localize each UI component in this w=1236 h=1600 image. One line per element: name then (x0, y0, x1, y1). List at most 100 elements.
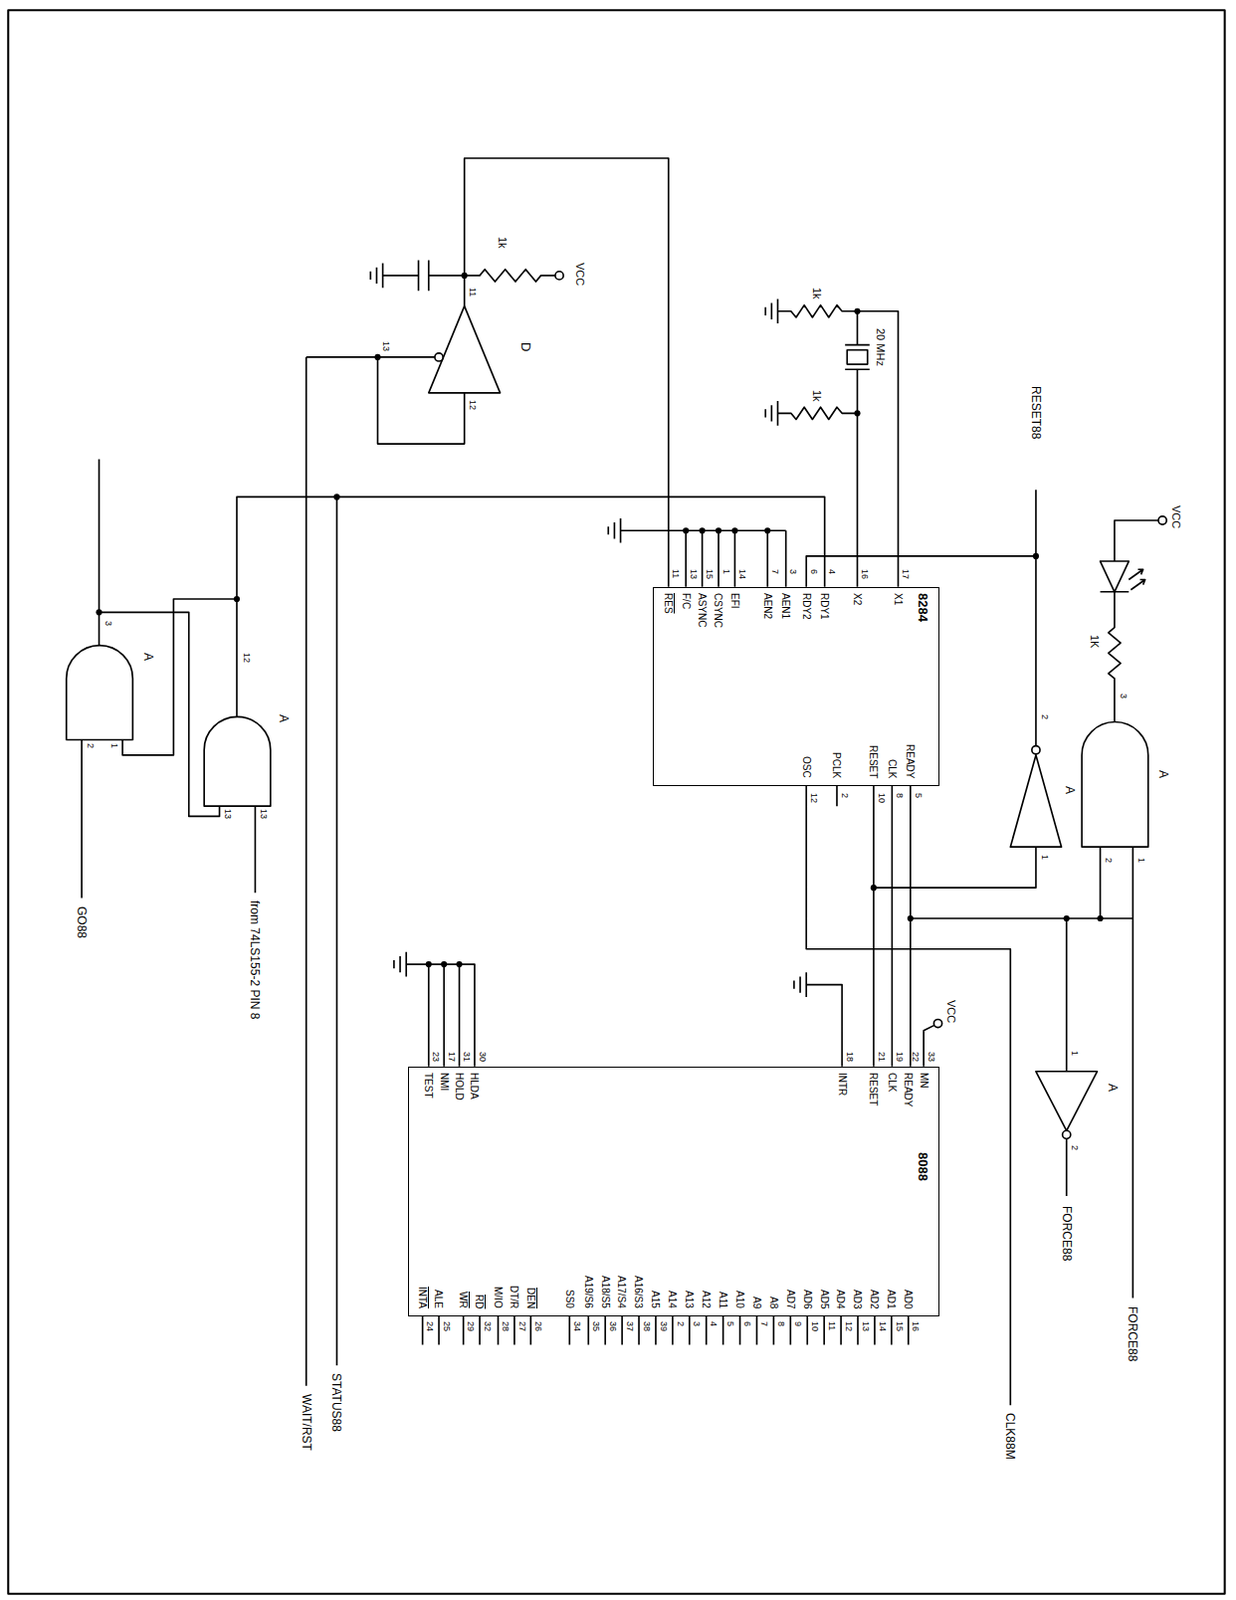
pin-number: 27 (517, 1321, 527, 1332)
ground-symbol (608, 518, 620, 544)
pin-name: RESET (867, 745, 878, 779)
pin-name: CLK (886, 759, 897, 779)
pin-number: 25 (441, 1321, 451, 1332)
pin-number: 35 (591, 1321, 601, 1332)
inversion-bubble (1031, 746, 1040, 755)
pin-number: 15 (704, 569, 714, 580)
inverter-symbol (1010, 755, 1061, 847)
pin-name: F/C (680, 593, 691, 610)
pin-name: ASYNC (696, 593, 707, 627)
wire (909, 786, 912, 1067)
wire (1114, 520, 1159, 562)
gate-label: A (1157, 770, 1170, 779)
pin-number: 3 (788, 569, 798, 575)
buffer-symbol (428, 306, 501, 394)
resistor-symbol (1108, 592, 1121, 722)
pin-name: AD1 (885, 1289, 896, 1309)
pin-number: 8 (894, 793, 904, 799)
junction-dot (682, 527, 689, 534)
supply-terminal (1158, 516, 1167, 525)
pin-name: AD3 (851, 1289, 862, 1309)
wire (856, 311, 898, 588)
pin-number: 2 (839, 793, 849, 799)
pin-name: INTR (836, 1072, 847, 1096)
pin-number: 10 (876, 793, 886, 804)
pin-number: 21 (876, 1051, 886, 1062)
wire (99, 599, 256, 893)
pin-name: READY (902, 1072, 913, 1107)
pin-number: 13 (222, 809, 232, 820)
resistor-symbol (464, 269, 556, 282)
pin-number: 31 (461, 1051, 471, 1062)
ground-symbol (370, 263, 383, 289)
pin-number: 12 (241, 652, 251, 663)
page-frame (7, 9, 1225, 1595)
pin-number: 3 (691, 1321, 701, 1327)
pin-number: 13 (688, 569, 698, 580)
nand-gate (204, 716, 271, 807)
pin-name: A15 (649, 1290, 660, 1309)
wire (872, 786, 875, 1067)
pin-name: AD4 (834, 1289, 845, 1309)
pin-number: 12 (843, 1321, 853, 1332)
pin-number: 13 (860, 1321, 870, 1332)
junction-dot (715, 527, 722, 534)
pin-number: 14 (877, 1321, 887, 1332)
crystal-symbol (846, 350, 868, 365)
pin-number: 1 (721, 569, 731, 575)
pin-name: READY (904, 744, 915, 779)
signal-name: WAIT/RST (300, 1394, 313, 1451)
pin-name: CLK (886, 1072, 897, 1092)
pin-name: EFI (729, 593, 740, 610)
nand-gate (1081, 722, 1149, 848)
gate-label: A (142, 652, 155, 661)
pin-name: AEN2 (762, 593, 773, 619)
nand-gate (66, 645, 134, 741)
supply-label: VCC (945, 1000, 957, 1024)
led-symbol (1100, 569, 1146, 593)
pin-name: AD7 (785, 1289, 796, 1309)
junction-dot (853, 308, 860, 315)
pin-name: AD0 (902, 1289, 913, 1309)
pin-number: 15 (894, 1321, 904, 1332)
pin-name: A11 (717, 1291, 728, 1309)
junction-dot (731, 527, 738, 534)
pin-number: 7 (759, 1321, 769, 1327)
pin-number: 17 (900, 569, 910, 580)
gate-label: A (277, 714, 290, 723)
chip-box: 8284RESF/CASYNCCSYNCEFIAEN2AEN1RDY2RDY1X… (652, 587, 939, 787)
pin-number: 38 (641, 1321, 651, 1332)
pin-name: HLDA (468, 1072, 479, 1100)
junction-dot (1032, 553, 1039, 560)
junction-dot (333, 493, 340, 500)
supply-label: VCC (574, 262, 586, 286)
pin-number: 4 (708, 1321, 718, 1327)
pin-name: DT/R (508, 1285, 519, 1309)
supply-terminal (555, 271, 564, 280)
pin-number: 3 (1118, 693, 1128, 699)
signal-name: FORCE88 (1060, 1206, 1073, 1261)
pin-name: HOLD (453, 1072, 464, 1101)
junction-dot (455, 961, 462, 968)
pin-name: A8 (768, 1296, 779, 1309)
junction-dot (233, 596, 240, 603)
pin-number: 1 (1039, 854, 1049, 860)
pin-name: RESET (867, 1072, 878, 1106)
ground-symbol (765, 298, 778, 425)
pin-name: RD (473, 1294, 484, 1309)
pin-number: 7 (770, 569, 780, 575)
junction-dot (374, 354, 381, 361)
pin-number: 2 (1039, 714, 1049, 720)
pin-number: 9 (793, 1321, 803, 1327)
supply-terminal (933, 1019, 942, 1028)
junction-dot (440, 961, 447, 968)
pin-number: 10 (810, 1321, 820, 1332)
junction-dot (853, 410, 860, 416)
pin-name: OSC (801, 756, 812, 779)
pin-name: X1 (892, 593, 903, 606)
pin-name: A16/S3 (632, 1275, 643, 1309)
junction-dot (764, 527, 771, 534)
pin-number: 2 (675, 1321, 685, 1327)
